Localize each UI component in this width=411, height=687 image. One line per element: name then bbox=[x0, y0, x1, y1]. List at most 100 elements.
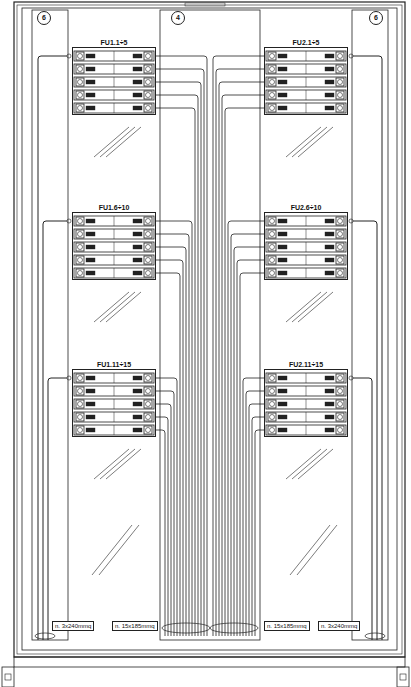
plinth bbox=[14, 657, 405, 667]
terminal bbox=[336, 413, 344, 421]
cable-gland bbox=[67, 219, 71, 223]
terminal bbox=[268, 104, 276, 112]
fuse-group: FU1.1÷5 bbox=[72, 38, 156, 115]
cable-label: n. 15x185mmq bbox=[264, 621, 310, 631]
terminal bbox=[268, 91, 276, 99]
outgoing-cable bbox=[156, 56, 207, 636]
fuse-link bbox=[133, 80, 142, 84]
fuse-link bbox=[133, 93, 142, 97]
fuse-group: FU1.11÷15 bbox=[72, 360, 156, 437]
top-mark bbox=[185, 3, 225, 6]
fuse-link bbox=[133, 219, 142, 223]
fuse-link bbox=[325, 428, 334, 432]
cabinet-frame-inner bbox=[17, 5, 402, 654]
fuse-link bbox=[278, 389, 287, 393]
cable-bundle bbox=[162, 623, 210, 633]
fuse-link bbox=[133, 376, 142, 380]
fuse-link bbox=[86, 428, 95, 432]
terminal bbox=[268, 413, 276, 421]
fuse-holder bbox=[266, 412, 346, 422]
terminal bbox=[336, 374, 344, 382]
terminal-screw bbox=[270, 232, 275, 237]
fuse-block bbox=[264, 47, 348, 115]
fuse-link bbox=[133, 389, 142, 393]
fuse-divider bbox=[114, 216, 115, 226]
fuse-group-label: FU1.11÷15 bbox=[72, 360, 156, 369]
fuse-link bbox=[86, 245, 95, 249]
fuse-divider bbox=[114, 425, 115, 435]
fuse-link bbox=[325, 232, 334, 236]
terminal-screw bbox=[78, 271, 83, 276]
terminal-screw bbox=[146, 93, 151, 98]
fuse-holder bbox=[266, 103, 346, 113]
fuse-divider bbox=[306, 51, 307, 61]
terminal-screw bbox=[146, 106, 151, 111]
outgoing-cable bbox=[252, 417, 264, 636]
cable-gland bbox=[349, 54, 353, 58]
fuse-link bbox=[133, 258, 142, 262]
fuse-divider bbox=[306, 399, 307, 409]
fuse-block bbox=[264, 369, 348, 437]
fuse-link bbox=[133, 271, 142, 275]
fuse-divider bbox=[114, 373, 115, 383]
fuse-group-label: FU2.1÷5 bbox=[264, 38, 348, 47]
cable-duct-right bbox=[352, 10, 388, 640]
supply-cable bbox=[353, 378, 372, 640]
terminal-screw bbox=[78, 219, 83, 224]
outgoing-cable bbox=[237, 260, 264, 636]
fuse-link bbox=[325, 271, 334, 275]
terminal-screw bbox=[270, 402, 275, 407]
terminal bbox=[76, 65, 84, 73]
terminal bbox=[144, 52, 152, 60]
terminal-screw bbox=[146, 54, 151, 59]
terminal bbox=[144, 400, 152, 408]
fuse-link bbox=[133, 245, 142, 249]
outgoing-cable bbox=[156, 108, 195, 636]
outgoing-cable bbox=[243, 378, 264, 636]
fuse-link bbox=[86, 106, 95, 110]
terminal-screw bbox=[146, 219, 151, 224]
fuse-link bbox=[278, 80, 287, 84]
outgoing-cable bbox=[240, 273, 264, 636]
supply-cable bbox=[48, 378, 67, 640]
fuse-link bbox=[86, 54, 95, 58]
fuse-holder bbox=[266, 373, 346, 383]
fuse-link bbox=[325, 54, 334, 58]
fuse-link bbox=[325, 245, 334, 249]
outgoing-cable bbox=[156, 391, 174, 636]
terminal-screw bbox=[338, 93, 343, 98]
terminal bbox=[268, 78, 276, 86]
glass-hatch bbox=[106, 127, 141, 157]
fuse-link bbox=[278, 415, 287, 419]
terminal-screw bbox=[78, 258, 83, 263]
terminal bbox=[336, 256, 344, 264]
terminal bbox=[268, 256, 276, 264]
fuse-group-label: FU1.1÷5 bbox=[72, 38, 156, 47]
terminal bbox=[336, 243, 344, 251]
fuse-holder bbox=[74, 229, 154, 239]
terminal-screw bbox=[146, 402, 151, 407]
terminal bbox=[144, 65, 152, 73]
fuse-link bbox=[278, 54, 287, 58]
fuse-link bbox=[278, 232, 287, 236]
fuse-holder bbox=[266, 216, 346, 226]
glass-hatch bbox=[92, 525, 132, 575]
fuse-holder bbox=[74, 386, 154, 396]
fuse-link bbox=[133, 232, 142, 236]
terminal-screw bbox=[338, 245, 343, 250]
fuse-link bbox=[325, 258, 334, 262]
fuse-link bbox=[278, 219, 287, 223]
glass-hatch bbox=[106, 292, 141, 322]
terminal-screw bbox=[146, 67, 151, 72]
foot-right bbox=[397, 667, 409, 687]
outgoing-cable bbox=[156, 273, 180, 636]
supply-cable bbox=[353, 56, 382, 640]
fuse-group: FU2.11÷15 bbox=[264, 360, 348, 437]
terminal bbox=[76, 230, 84, 238]
terminal bbox=[268, 217, 276, 225]
mounting-plate bbox=[22, 8, 397, 650]
fuse-link bbox=[325, 415, 334, 419]
fuse-block bbox=[72, 369, 156, 437]
fuse-holder bbox=[266, 399, 346, 409]
outgoing-cable bbox=[234, 247, 264, 636]
